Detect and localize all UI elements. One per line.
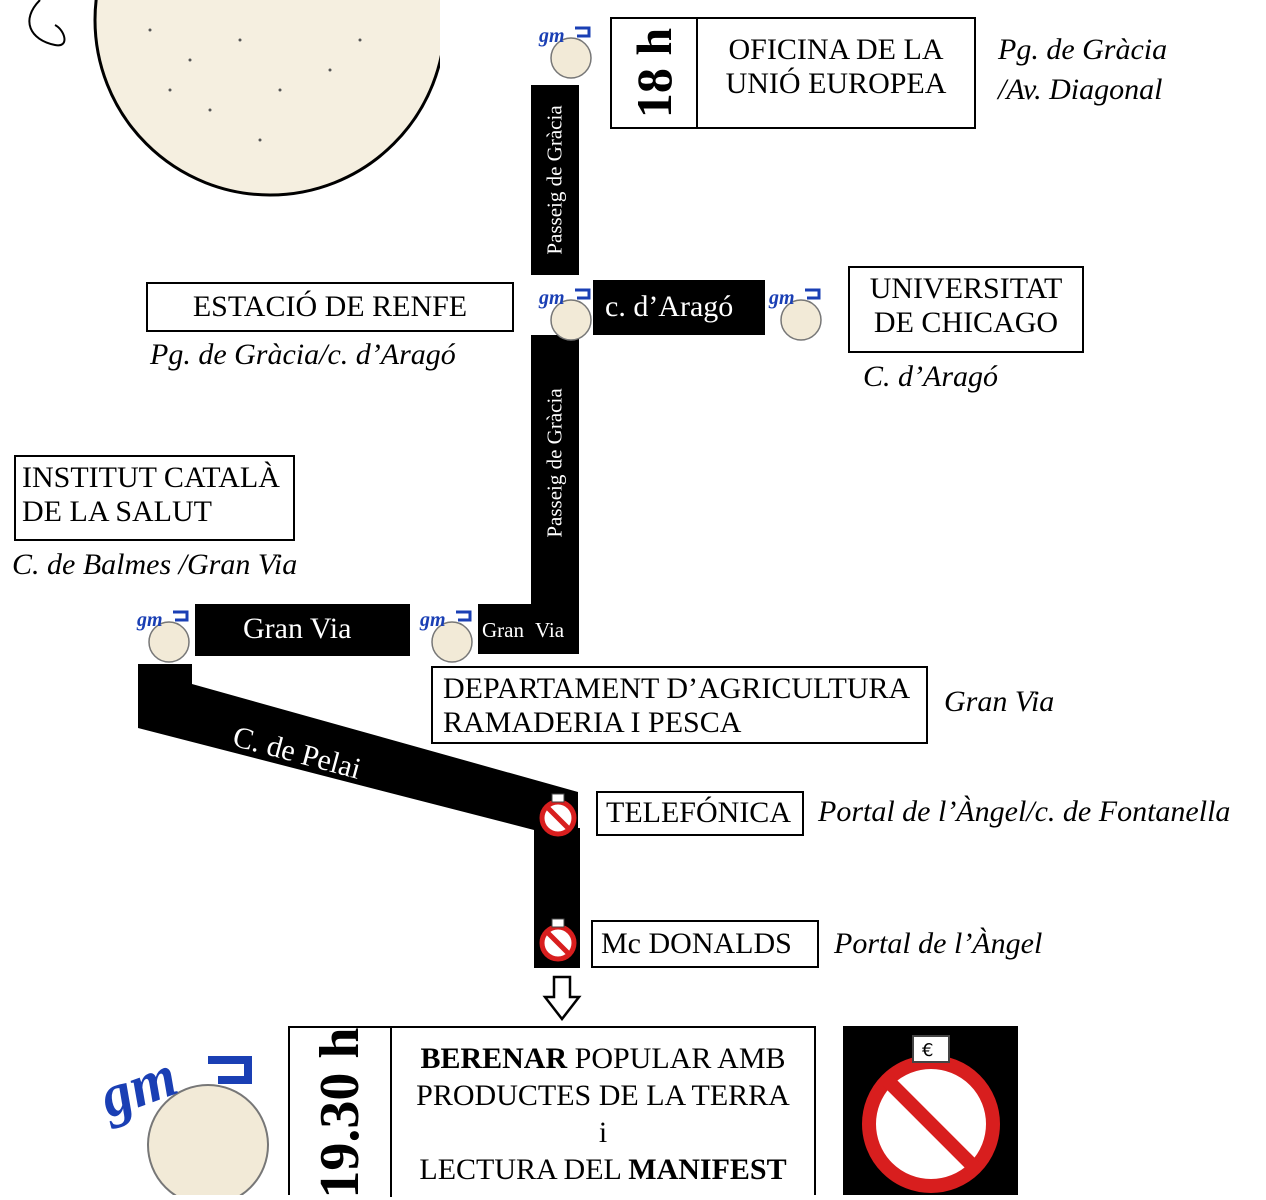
start-stop-box: 18 h OFICINA DE LA UNIÓ EUROPEA: [610, 17, 976, 129]
globe-logo-large-icon: gm: [103, 1042, 269, 1195]
svg-text:gm: gm: [538, 25, 565, 47]
stop-location: C. d’Aragó: [863, 360, 998, 393]
start-time-cell: 18 h: [612, 19, 698, 127]
globe-illustration: [28, 0, 440, 197]
stop-location: Portal de l’Àngel: [834, 927, 1043, 960]
svg-text:gm: gm: [768, 287, 795, 309]
svg-text:gm: gm: [419, 609, 446, 631]
stop-location: C. de Balmes /Gran Via: [12, 548, 298, 581]
stop-name: OFICINA DE LA UNIÓ EUROPEA: [725, 33, 947, 100]
globe-logo-icon: gm: [538, 287, 592, 341]
street-arago: c. d’Aragó: [593, 280, 765, 335]
stop-box: DEPARTAMENT D’AGRICULTURA RAMADERIA I PE…: [431, 666, 928, 744]
final-event-box: 19.30 h BERENAR POPULAR AMB PRODUCTES DE…: [288, 1026, 816, 1199]
stop-location: Gran Via: [944, 685, 1055, 718]
street-gran-via-part2: Via: [535, 618, 565, 642]
start-time: 18 h: [626, 27, 682, 119]
stop-name: UNIVERSITAT DE CHICAGO: [869, 272, 1063, 339]
globe-logo-icon: gm: [136, 609, 190, 663]
stop-location: Pg. de Gràcia/c. d’Aragó: [150, 338, 456, 371]
ban-ghost-icon: [539, 793, 577, 837]
arrow-down-icon: [542, 975, 582, 1021]
svg-text:gm: gm: [136, 609, 163, 631]
globe-logo-icon: gm: [419, 609, 473, 663]
ban-ghost-icon: [539, 918, 577, 962]
stop-box: UNIVERSITAT DE CHICAGO: [848, 266, 1084, 353]
ban-ghost-icon: €: [862, 1035, 1000, 1193]
end-time: 19.30 h: [309, 1026, 371, 1199]
street-gran-via-part1: Gran: [478, 604, 533, 654]
svg-text:gm: gm: [538, 287, 565, 309]
svg-text:€: €: [922, 1040, 933, 1061]
end-time-cell: 19.30 h: [290, 1026, 392, 1199]
stop-box: Mc DONALDS: [591, 920, 819, 968]
stop-box: ESTACIÓ DE RENFE: [146, 282, 514, 332]
stop-location: Pg. de Gràcia /Av. Diagonal: [998, 33, 1168, 106]
stop-location: Portal de l’Àngel/c. de Fontanella: [818, 795, 1231, 828]
stop-name: DEPARTAMENT D’AGRICULTURA RAMADERIA I PE…: [443, 672, 911, 739]
stop-name: INSTITUT CATALÀ DE LA SALUT: [22, 461, 280, 528]
stop-name: TELEFÓNICA: [606, 796, 791, 829]
street-passeig-upper: Passeig de Gràcia: [531, 85, 579, 275]
final-event-text: BERENAR POPULAR AMB PRODUCTES DE LA TERR…: [416, 1042, 790, 1186]
ban-ghost-logo: €: [843, 1026, 1018, 1195]
stop-box: TELEFÓNICA: [596, 791, 804, 836]
globe-logo-icon: gm: [768, 287, 822, 341]
stop-box: INSTITUT CATALÀ DE LA SALUT: [14, 455, 295, 541]
stop-name: Mc DONALDS: [601, 927, 792, 960]
street-passeig-lower: Passeig de Gràcia: [531, 335, 579, 654]
street-gran-via-left: Gran Via: [195, 604, 410, 656]
stop-name: ESTACIÓ DE RENFE: [192, 290, 468, 323]
globe-logo-icon: gm: [538, 25, 592, 79]
